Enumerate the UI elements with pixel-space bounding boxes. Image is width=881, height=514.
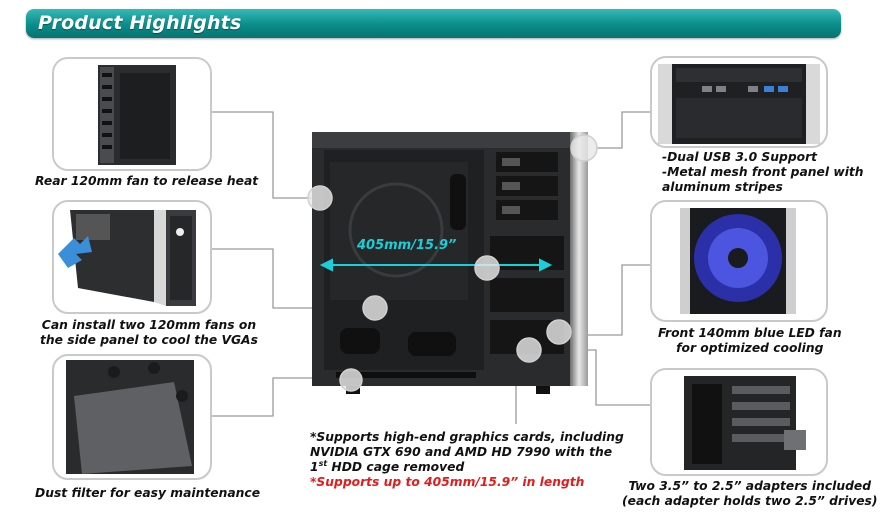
graphics-note-line2: NVIDIA GTX 690 and AMD HD 7990 with the bbox=[310, 445, 613, 459]
ordinal-number: 1 bbox=[310, 460, 319, 474]
graphics-note-line1: *Supports high-end graphics cards, inclu… bbox=[310, 430, 624, 444]
front-fan-caption-line: Front 140mm blue LED fan bbox=[658, 326, 842, 340]
drive-adapters-caption-line: Two 3.5” to 2.5” adapters included bbox=[628, 479, 872, 493]
front-panel-photo bbox=[650, 56, 828, 148]
side-fans-caption-line: the side panel to cool the VGAs bbox=[40, 333, 258, 347]
side-fans-caption-line: Can install two 120mm fans on bbox=[41, 318, 257, 332]
front-panel-caption-line: -Dual USB 3.0 Support bbox=[662, 150, 818, 164]
graphics-card-note: *Supports high-end graphics cards, inclu… bbox=[310, 430, 624, 490]
graphics-note-length: *Supports up to 405mm/15.9” in length bbox=[310, 475, 585, 489]
dust-filter-caption: Dust filter for easy maintenance bbox=[35, 486, 261, 500]
drive-adapters-photo bbox=[650, 368, 828, 476]
dust-filter-photo bbox=[52, 354, 212, 480]
graphics-note-line3: 1st HDD cage removed bbox=[310, 458, 624, 475]
rear-fan-caption: Rear 120mm fan to release heat bbox=[35, 174, 259, 188]
side-fans-photo bbox=[52, 200, 212, 314]
drive-adapters-caption-line: (each adapter holds two 2.5” drives) bbox=[622, 494, 878, 508]
front-panel-caption-line: -Metal mesh front panel with bbox=[662, 165, 864, 179]
drive-adapters-caption: Two 3.5” to 2.5” adapters included (each… bbox=[622, 479, 878, 509]
length-dimension-label: 405mm/15.9” bbox=[357, 238, 457, 253]
front-panel-caption-line: aluminum stripes bbox=[662, 180, 783, 194]
rear-fan-photo bbox=[52, 57, 212, 171]
front-fan-caption: Front 140mm blue LED fan for optimized c… bbox=[658, 326, 842, 356]
case-chassis-image bbox=[307, 132, 598, 394]
front-fan-caption-line: for optimized cooling bbox=[676, 341, 824, 355]
front-panel-caption: -Dual USB 3.0 Support -Metal mesh front … bbox=[662, 150, 864, 195]
side-fans-caption: Can install two 120mm fans on the side p… bbox=[40, 318, 258, 348]
graphics-note-line3-text: HDD cage removed bbox=[327, 460, 465, 474]
ordinal-suffix: st bbox=[318, 458, 328, 468]
page-title: Product Highlights bbox=[38, 12, 242, 34]
front-fan-photo bbox=[650, 200, 828, 322]
header-banner: Product Highlights bbox=[26, 9, 841, 38]
